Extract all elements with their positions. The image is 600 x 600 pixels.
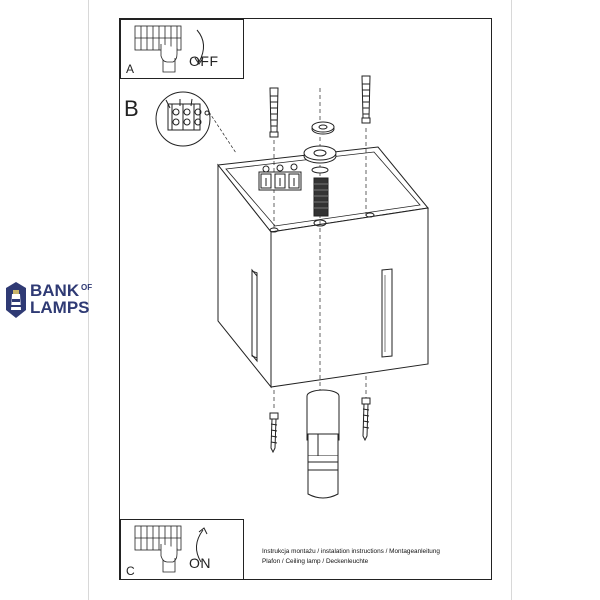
step-b-label: B [124, 96, 139, 121]
caption-line-1: Instrukcja montażu / instalation instruc… [262, 548, 440, 555]
step-c-label: C [126, 564, 135, 578]
threaded-socket [313, 177, 329, 217]
step-a-state: OFF [189, 53, 219, 69]
logo-word-of: OF [81, 283, 93, 292]
caption-line-2: Plafon / Ceiling lamp / Deckenleuchte [262, 557, 369, 565]
drawing-frame [119, 18, 492, 580]
lamp-slot-right [381, 268, 393, 358]
logo-word-bank: BANK [30, 281, 80, 300]
screw-right [361, 397, 371, 442]
bank-of-lamps-logo: BANK OF LAMPS [0, 280, 104, 320]
terminal-block-icon [134, 525, 208, 573]
lighthouse-icon [6, 282, 26, 318]
terminal-block-icon [134, 25, 204, 73]
step-c-panel: C ON [120, 519, 244, 580]
step-c-state: ON [189, 555, 211, 571]
connector-detail-circle [155, 91, 237, 154]
mounting-ring [303, 145, 337, 164]
mounting-nut [311, 121, 335, 135]
screw-left [269, 412, 279, 454]
step-a-panel: A OFF [120, 19, 244, 79]
bulb-tube [306, 389, 340, 499]
step-a-label: A [126, 62, 135, 76]
sheet-edge [88, 0, 512, 600]
lamp-body-front-face [270, 207, 429, 388]
wall-plug-right [361, 75, 371, 124]
logo-word-lamps: LAMPS [30, 298, 90, 317]
wall-plug-left [269, 87, 279, 138]
rotate-arrow-icon [196, 29, 204, 63]
rotate-arrow-icon [196, 529, 204, 563]
terminal-block [258, 163, 302, 191]
instructions-caption: Instrukcja montażu / instalation instruc… [262, 547, 490, 566]
